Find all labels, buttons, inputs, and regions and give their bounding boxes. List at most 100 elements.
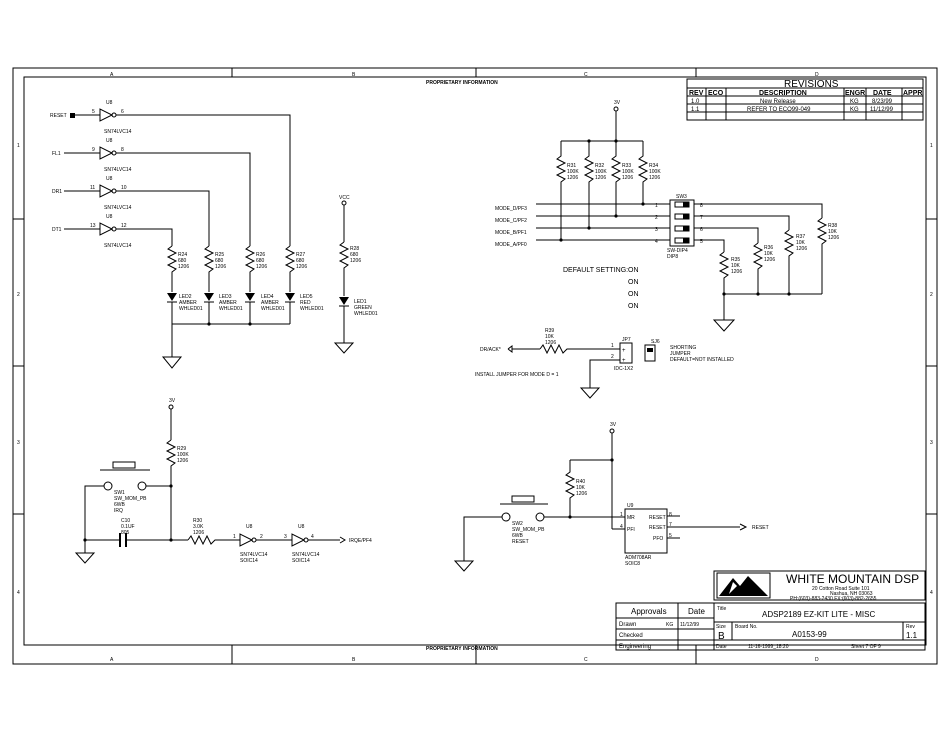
led-led2: LED2 AMBER WHLED01 <box>167 293 203 324</box>
sj6-line-2: JUMPER <box>670 351 691 357</box>
r28-val: 680 <box>350 252 359 258</box>
jumper-section: DR/ACK* R39 10K 1206 + + JP7 IDC-1X2 1 2… <box>475 328 734 399</box>
u9-pin-pfi: PFI <box>627 527 635 533</box>
resistor-r32: R32 100K 1206 <box>583 141 607 228</box>
u9-pin-reset-n: RESET <box>649 525 666 531</box>
sw3-pin-6: 6 <box>700 227 703 233</box>
resistor-r34: R34 100K 1206 <box>637 141 661 204</box>
rev-value: 1.1 <box>906 631 918 640</box>
resistor-r24: R24 680 1206 <box>166 245 189 292</box>
sup-supply: 3V <box>610 422 617 428</box>
ground-symbol <box>453 560 475 572</box>
gate-ref: U8 <box>106 176 113 182</box>
checked-label: Checked <box>619 633 643 639</box>
board-label: Board No. <box>735 624 758 630</box>
approvals-label: Approvals <box>631 607 667 616</box>
resistor-r40: R40 10K 1206 <box>564 460 587 517</box>
zone-label-bottom-c: C <box>584 657 588 663</box>
gate-pin-in: 9 <box>92 147 95 153</box>
sw3-pin-3: 3 <box>655 227 658 233</box>
r30-val: 3.0K <box>193 524 204 530</box>
u9-pnum-5: 5 <box>669 533 672 539</box>
r38-val: 10K <box>828 229 838 235</box>
r36-pkg: 1206 <box>764 257 775 263</box>
sw1-extra: IRQ <box>114 508 123 514</box>
led5-color: RED <box>300 300 311 306</box>
r34-val: 100K <box>649 169 661 175</box>
sj6-line-1: SHORTING <box>670 345 696 351</box>
zone-label-right-4: 4 <box>930 590 933 596</box>
r35-pkg: 1206 <box>731 269 742 275</box>
ground-symbol <box>712 319 736 332</box>
gate-pin-out: 4 <box>311 534 314 540</box>
company-name: WHITE MOUNTAIN DSP <box>786 572 919 586</box>
pushbutton-sw1: SW1 SW_MOM_PB 6WB IRQ <box>100 461 150 514</box>
drawn-who: KG <box>666 622 673 628</box>
gate-part: SN74LVC14 <box>104 205 132 211</box>
r29-ref: R29 <box>177 446 186 452</box>
rev-row-2-rev: 1.1 <box>691 107 700 113</box>
zone-label-top-b: B <box>352 72 356 78</box>
r24-val: 680 <box>178 258 187 264</box>
led3-color: AMBER <box>219 300 237 306</box>
jp7-pin-2: 2 <box>611 354 614 360</box>
ground-symbol <box>161 356 183 369</box>
drawn-label: Drawn <box>619 622 636 628</box>
led4-color: AMBER <box>261 300 279 306</box>
r34-pkg: 1206 <box>649 175 660 181</box>
r29-val: 100K <box>177 452 189 458</box>
ground-symbol <box>333 342 355 354</box>
led1-part: WHLED01 <box>354 311 378 317</box>
default-value-2: ON <box>628 279 639 286</box>
3v-terminal <box>609 428 615 434</box>
r31-pkg: 1206 <box>567 175 578 181</box>
proprietary-bottom: PROPRIETARY INFORMATION <box>426 646 498 652</box>
zone-label-right-2: 2 <box>930 292 933 298</box>
resistor-r35: R35 10K 1206 <box>718 251 742 294</box>
r33-ref: R33 <box>622 163 631 169</box>
r26-ref: R26 <box>256 252 265 258</box>
gate-pkg: SOIC14 <box>240 558 258 564</box>
r33-val: 100K <box>622 169 634 175</box>
led5-ref: LED5 <box>300 294 313 300</box>
ground-symbol <box>579 387 601 399</box>
zone-label-bottom-a: A <box>110 657 114 663</box>
gate-ref: U8 <box>106 100 113 106</box>
r32-ref: R32 <box>595 163 604 169</box>
rev-row-1-date: 8/23/99 <box>872 99 893 105</box>
irqe-output-label: IRQE/PF4 <box>349 538 372 544</box>
gate-pin-in: 3 <box>284 534 287 540</box>
gate-part: SN74LVC14 <box>240 552 268 558</box>
r31-ref: R31 <box>567 163 576 169</box>
sw1-model: 6WB <box>114 502 126 508</box>
gate-pin-in: 13 <box>90 223 96 229</box>
c10-ref: C10 <box>121 518 130 524</box>
zone-label-left-3: 3 <box>17 440 20 446</box>
pushbutton-sw2: SW2 SW_MOM_PB 6WB RESET <box>500 495 548 545</box>
signal-dt1: DT1 <box>52 227 62 233</box>
zone-label-top-a: A <box>110 72 114 78</box>
shorting-jumper-sj6: SJ6 SHORTING JUMPER DEFAULT=NOT INSTALLE… <box>644 339 734 363</box>
led5-part: WHLED01 <box>300 306 324 312</box>
r32-pkg: 1206 <box>595 175 606 181</box>
sw3-part: SW-DIP4 <box>667 248 688 254</box>
jp7-part: IDC-1X2 <box>614 366 633 372</box>
sw3-ref: SW3 <box>676 194 687 200</box>
led2-part: WHLED01 <box>179 306 203 312</box>
sw2-ref: SW2 <box>512 521 523 527</box>
r32-val: 100K <box>595 169 607 175</box>
vcc-label: VCC <box>339 195 350 201</box>
company-logo <box>716 572 771 599</box>
gate-pin-out: 6 <box>121 109 124 115</box>
rev-label: Rev <box>906 624 915 630</box>
u9-ref: U9 <box>627 503 634 509</box>
r39-val: 10K <box>545 334 555 340</box>
r30-pkg: 1206 <box>193 530 204 536</box>
u9-pin-reset: RESET <box>649 515 666 521</box>
size-label: Size <box>716 624 726 630</box>
r37-ref: R37 <box>796 234 805 240</box>
r28-ref: R28 <box>350 246 359 252</box>
r24-ref: R24 <box>178 252 187 258</box>
sw3-pin-4: 4 <box>655 239 658 245</box>
